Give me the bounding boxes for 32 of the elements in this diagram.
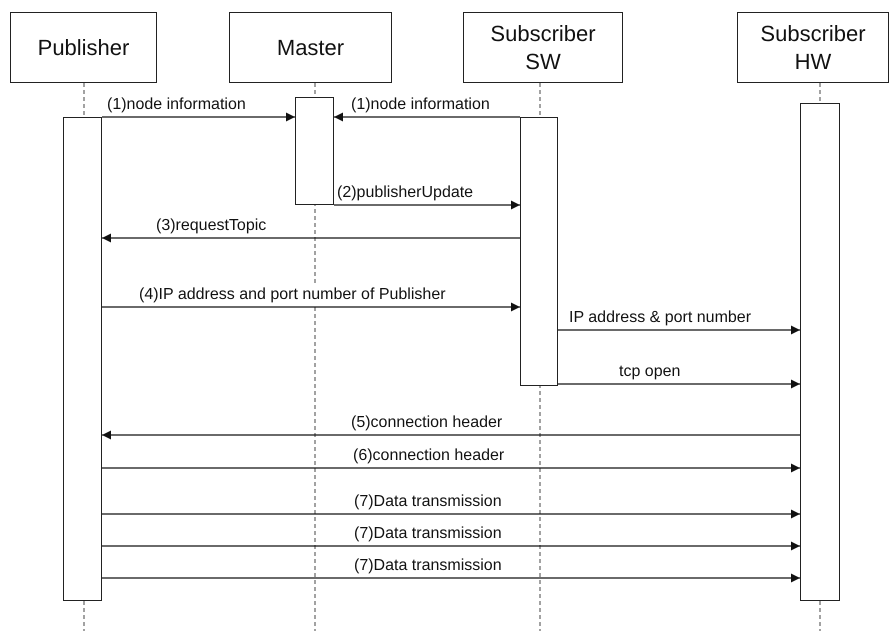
message-arrow (102, 112, 295, 122)
edge-label: (6)connection header (352, 447, 506, 465)
edge-label: (1)node information (350, 96, 491, 114)
message-arrow (334, 200, 520, 210)
edge-label: (5)connection header (350, 414, 504, 432)
activation-bar (520, 117, 558, 386)
message-arrow (558, 326, 800, 334)
message-arrow (102, 542, 800, 550)
edge-label: IP address & port number (568, 309, 752, 327)
edge-label: (4)IP address and port number of Publisher (138, 286, 447, 304)
message-arrow (102, 302, 520, 312)
edge-label: tcp open (618, 363, 682, 381)
message-arrow (102, 234, 520, 242)
participant-box: Publisher (10, 12, 157, 83)
participant-box: Subscriber SW (463, 12, 623, 83)
message-arrow (102, 574, 800, 582)
edge-label: (7)Data transmission (353, 557, 503, 575)
message-arrow (558, 380, 800, 388)
message-arrow (102, 464, 800, 472)
participant-box: Subscriber HW (737, 12, 889, 83)
participant-box: Master (229, 12, 392, 83)
message-arrow (334, 112, 520, 122)
edge-label: (7)Data transmission (353, 525, 503, 543)
activation-bar (295, 97, 334, 205)
activation-bar (63, 117, 102, 601)
edge-label: (1)node information (106, 96, 247, 114)
message-arrow (102, 430, 800, 440)
activation-bar (800, 103, 840, 601)
edge-label: (2)publisherUpdate (336, 184, 474, 202)
edge-label: (7)Data transmission (353, 493, 503, 511)
edge-label: (3)requestTopic (155, 217, 268, 235)
message-arrow (102, 510, 800, 518)
